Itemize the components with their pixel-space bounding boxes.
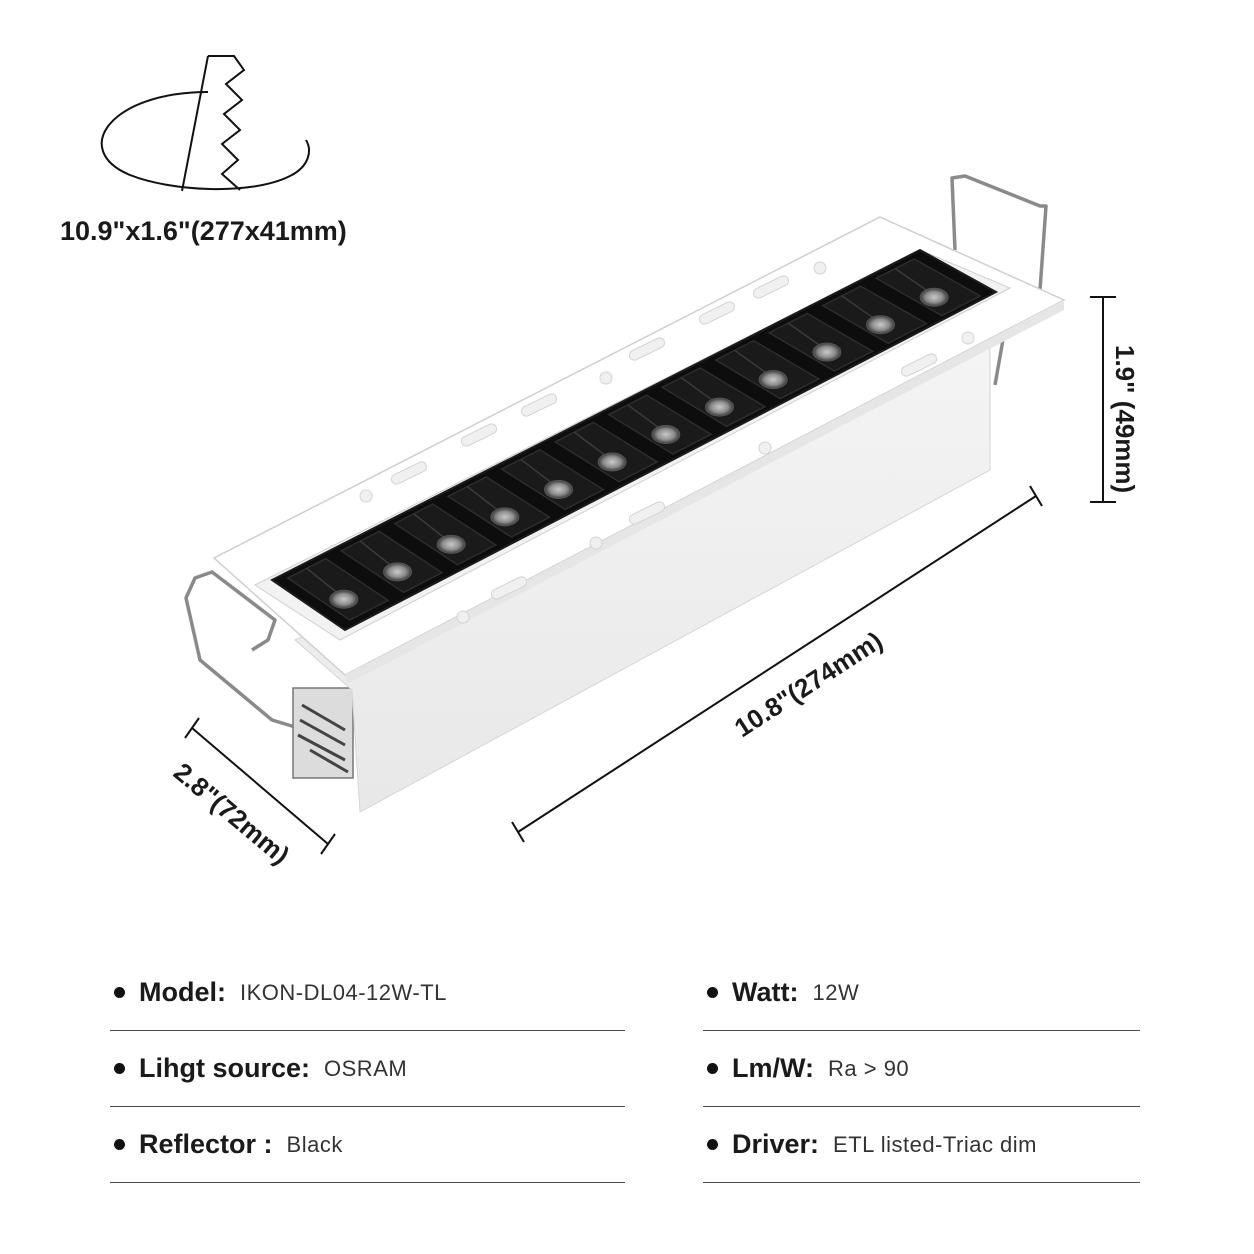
specs-left-column: Model: IKON-DL04-12W-TL Lihgt source: OS…	[110, 955, 625, 1183]
spec-row-light-source: Lihgt source: OSRAM	[110, 1031, 625, 1107]
bullet-icon	[114, 987, 125, 998]
reflector-facet	[306, 567, 339, 594]
led-reflector-strip	[270, 248, 999, 632]
led-lens-icon	[490, 507, 520, 527]
spec-value: IKON-DL04-12W-TL	[240, 979, 447, 1005]
spec-value: 12W	[812, 979, 860, 1005]
reflector-facet	[841, 295, 875, 320]
spec-label: Lihgt source:	[139, 1053, 311, 1083]
length-dimension	[511, 485, 1043, 843]
specs-right-column: Watt: 12W Lm/W: Ra > 90 Driver: ETL list…	[703, 955, 1140, 1183]
led-lens-icon	[651, 425, 681, 445]
reflector-facet	[894, 268, 929, 292]
led-lens-icon	[919, 287, 949, 307]
spec-label: Lm/W:	[732, 1053, 814, 1083]
ceiling-cutout-icon	[100, 55, 310, 192]
led-lens-icon	[436, 534, 466, 554]
led-lens-icon	[329, 589, 359, 609]
reflector-facet	[520, 458, 553, 485]
spec-row-model: Model: IKON-DL04-12W-TL	[110, 955, 625, 1031]
spec-label: Watt:	[732, 977, 799, 1007]
reflector-facet	[734, 349, 768, 375]
reflector-facet	[359, 540, 392, 567]
height-dimension-label: 1.9" (49mm)	[1110, 345, 1140, 493]
spec-value: Black	[286, 1131, 343, 1157]
cutout-size-label: 10.9"x1.6"(277x41mm)	[60, 216, 347, 246]
spec-label: Model:	[139, 977, 226, 1007]
product-illustration: 1.9" (49mm) 10.8"(274mm) 2.8"(72mm)	[100, 55, 1140, 871]
led-lens-icon	[705, 397, 734, 417]
led-lens-icon	[758, 370, 788, 390]
led-lens-icon	[812, 342, 842, 362]
reflector-facet	[627, 404, 661, 430]
spec-label: Reflector :	[139, 1129, 273, 1159]
led-lens-icon	[544, 479, 573, 499]
mounting-holes	[359, 261, 975, 624]
reflector-facet	[680, 377, 714, 402]
spec-value: Ra > 90	[828, 1055, 910, 1081]
bullet-icon	[114, 1139, 125, 1150]
bullet-icon	[707, 987, 718, 998]
spec-row-watt: Watt: 12W	[703, 955, 1140, 1031]
bullet-icon	[707, 1139, 718, 1150]
spec-value: OSRAM	[324, 1055, 408, 1081]
reflector-facet	[787, 322, 822, 347]
reflector-facet	[466, 486, 500, 512]
bullet-icon	[707, 1063, 718, 1074]
width-dimension-label: 2.8"(72mm)	[168, 757, 295, 871]
reflector-facet	[573, 431, 607, 457]
led-lens-icon	[383, 562, 412, 582]
spec-row-lumens-per-watt: Lm/W: Ra > 90	[703, 1031, 1140, 1107]
bullet-icon	[114, 1063, 125, 1074]
spec-row-driver: Driver: ETL listed-Triac dim	[703, 1107, 1140, 1183]
led-lens-icon	[866, 315, 895, 335]
led-lens-icon	[597, 452, 627, 472]
reflector-facet	[413, 513, 446, 539]
height-dimension	[1090, 296, 1116, 503]
spec-value: ETL listed-Triac dim	[833, 1131, 1038, 1157]
spec-row-reflector: Reflector : Black	[110, 1107, 625, 1183]
connector-icon	[292, 687, 354, 779]
spec-label: Driver:	[732, 1129, 820, 1159]
width-dimension	[184, 717, 336, 855]
